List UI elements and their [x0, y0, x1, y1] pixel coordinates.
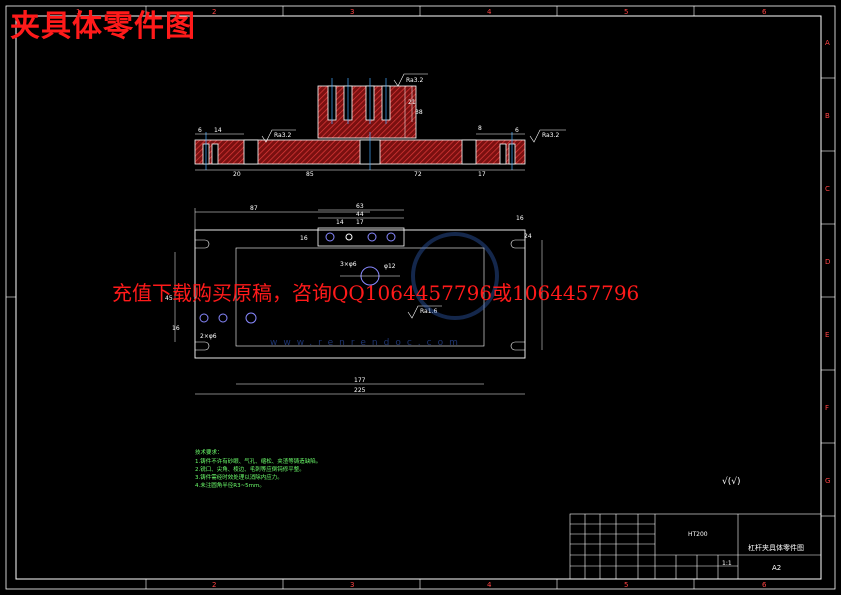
row-label: C — [825, 185, 830, 193]
dim-label: 8 — [478, 125, 482, 132]
dim-label: 2×φ6 — [200, 333, 217, 340]
row-label: E — [825, 331, 829, 339]
dim-label: 6 — [198, 127, 202, 134]
col-label: 5 — [624, 581, 628, 589]
general-roughness: √(√) — [722, 476, 741, 487]
watermark-text: www.renrendoc.com — [270, 338, 464, 348]
boss-outline — [317, 227, 405, 247]
page-title: 夹具体零件图 — [10, 9, 196, 44]
tech-line: 3.铸件需经时效处理以消除内应力。 — [195, 473, 283, 481]
dim-label: 44 — [356, 211, 364, 218]
title-block — [569, 513, 822, 580]
dim-label: 20 — [233, 171, 241, 178]
inner-frame — [15, 15, 822, 580]
dim-label: 72 — [414, 171, 422, 178]
col-label: 2 — [212, 581, 216, 589]
tech-line: 2.锐口、尖角、棱边、毛刺等应倒钝修平整。 — [195, 465, 305, 473]
roughness-mark: Ra3.2 — [542, 132, 559, 139]
col-label: 3 — [350, 581, 354, 589]
dim-label: 16 — [172, 325, 180, 332]
outer-frame — [5, 5, 836, 590]
zone-ticks — [6, 6, 835, 589]
roughness-mark: Ra3.2 — [274, 132, 291, 139]
dim-label: 14 — [214, 127, 222, 134]
scale-label: 1:1 — [722, 560, 732, 567]
col-label: 2 — [212, 8, 216, 16]
dim-label: 85 — [306, 171, 314, 178]
dim-label: 16 — [516, 215, 524, 222]
dim-label: 14 — [336, 219, 344, 226]
plan-view: 87 63 44 14 17 16 45 24 16 3×φ6 φ12 2×φ6… — [165, 203, 543, 395]
section-view: 6 14 20 85 72 17 6 21 38 8 Ra3.2 Ra3.2 R… — [194, 73, 566, 178]
dim-label: 6 — [515, 127, 519, 134]
tech-requirements: 技术要求： 1.铸件不许有砂眼、气孔、缩松、夹渣等铸造缺陷。 2.锐口、尖角、棱… — [195, 448, 321, 489]
dim-label: 177 — [354, 377, 366, 384]
tech-line: 4.未注圆角半径R3~5mm。 — [195, 481, 265, 489]
sheet-size: A2 — [772, 564, 781, 572]
dim-label: 87 — [250, 205, 258, 212]
promo-banner: 充值下载购买原稿，咨询QQ1064457796或1064457796 — [112, 281, 640, 305]
row-label: G — [825, 477, 830, 485]
dim-label: 3×φ6 — [340, 261, 357, 268]
col-label: 4 — [487, 8, 492, 16]
dim-label: 21 — [408, 99, 416, 106]
row-label: F — [825, 404, 829, 412]
dim-label: 63 — [356, 203, 364, 210]
watermark-logo — [411, 232, 499, 320]
dim-label: 38 — [415, 109, 423, 116]
col-label: 6 — [762, 581, 767, 589]
col-label: 5 — [624, 8, 628, 16]
drawing-name: 杠杆夹具体零件图 — [748, 543, 804, 552]
material-label: HT200 — [688, 531, 708, 538]
row-label: A — [825, 39, 830, 47]
col-label: 3 — [350, 8, 354, 16]
plate-outline — [194, 229, 526, 359]
dim-label: 24 — [524, 233, 532, 240]
dim-label: 17 — [478, 171, 486, 178]
dim-label: 16 — [300, 235, 308, 242]
dim-label: 17 — [356, 219, 364, 226]
tech-heading: 技术要求： — [195, 448, 223, 456]
dim-label: 45 — [165, 295, 173, 302]
dim-label: φ12 — [384, 263, 396, 270]
col-label: 4 — [487, 581, 492, 589]
row-label: B — [825, 112, 830, 120]
roughness-mark: Ra1.6 — [420, 308, 437, 315]
tech-line: 1.铸件不许有砂眼、气孔、缩松、夹渣等铸造缺陷。 — [195, 457, 321, 465]
roughness-mark: Ra3.2 — [406, 77, 423, 84]
col-label: 1 — [76, 8, 80, 16]
dim-label: 225 — [354, 387, 366, 394]
row-label: D — [825, 258, 830, 266]
col-label: 6 — [762, 8, 767, 16]
